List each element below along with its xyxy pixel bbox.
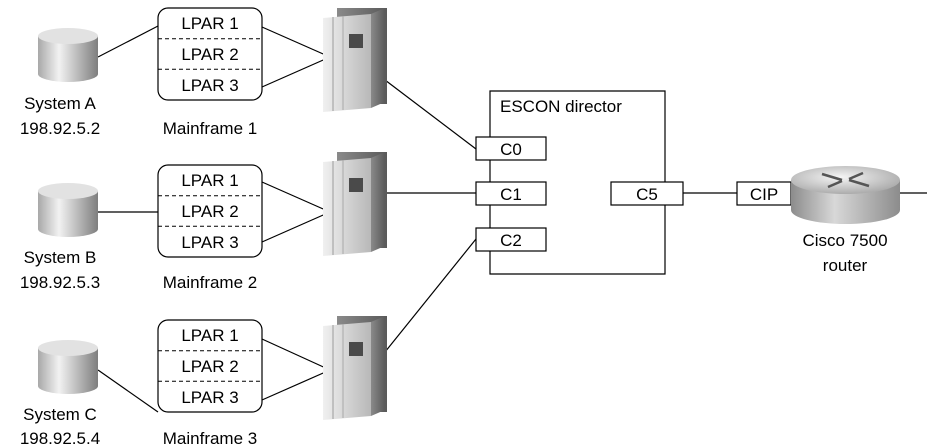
lpar-box	[157, 164, 263, 258]
lpar-label: LPAR 3	[181, 76, 238, 95]
mainframe-server-icon	[322, 151, 388, 257]
router-name-line2: router	[823, 256, 868, 275]
lpar-box	[157, 7, 263, 101]
connection-lines	[97, 25, 927, 413]
port-c1	[475, 181, 547, 206]
port-label: C1	[500, 185, 522, 204]
database-disk-icon	[38, 183, 98, 237]
escon-director: ESCON director C0 C1 C2 C5	[475, 90, 684, 275]
router-icon	[791, 166, 900, 224]
mainframe-label: Mainframe 2	[163, 273, 257, 292]
system-ip: 198.92.5.4	[20, 429, 100, 447]
port-c0	[475, 136, 547, 161]
router-name-line1: Cisco 7500	[802, 231, 887, 250]
system-ip: 198.92.5.3	[20, 273, 100, 292]
system-name: System B	[24, 248, 97, 267]
system-c-group: System C 198.92.5.4 LPAR 1 LPAR 2 LPAR 3…	[20, 315, 388, 447]
lpar-label: LPAR 2	[181, 202, 238, 221]
system-name: System C	[23, 405, 97, 424]
port-c5	[610, 181, 684, 206]
database-disk-icon	[38, 340, 98, 394]
system-b-group: System B 198.92.5.3 LPAR 1 LPAR 2 LPAR 3…	[20, 151, 388, 292]
lpar-label: LPAR 2	[181, 45, 238, 64]
lpar-label: LPAR 1	[181, 171, 238, 190]
lpar-label: LPAR 2	[181, 357, 238, 376]
mainframe-label: Mainframe 3	[163, 429, 257, 447]
cip-label: CIP	[750, 185, 778, 204]
database-disk-icon	[38, 28, 98, 82]
director-title: ESCON director	[500, 97, 622, 116]
mainframe-server-icon	[322, 315, 388, 421]
lpar-box	[157, 319, 263, 413]
mainframe-label: Mainframe 1	[163, 119, 257, 138]
lpar-label: LPAR 3	[181, 388, 238, 407]
system-a-group: System A 198.92.5.2 LPAR 1 LPAR 2 LPAR 3…	[20, 7, 388, 138]
router-group: CIP Cisco 7500 router	[736, 166, 900, 275]
mainframe-server-icon	[322, 7, 388, 113]
port-label: C0	[500, 140, 522, 159]
lpar-label: LPAR 1	[181, 14, 238, 33]
system-name: System A	[24, 94, 96, 113]
lpar-label: LPAR 3	[181, 233, 238, 252]
port-label: C5	[636, 185, 658, 204]
system-ip: 198.92.5.2	[20, 119, 100, 138]
port-label: C2	[500, 231, 522, 250]
lpar-label: LPAR 1	[181, 326, 238, 345]
port-c2	[475, 227, 547, 252]
